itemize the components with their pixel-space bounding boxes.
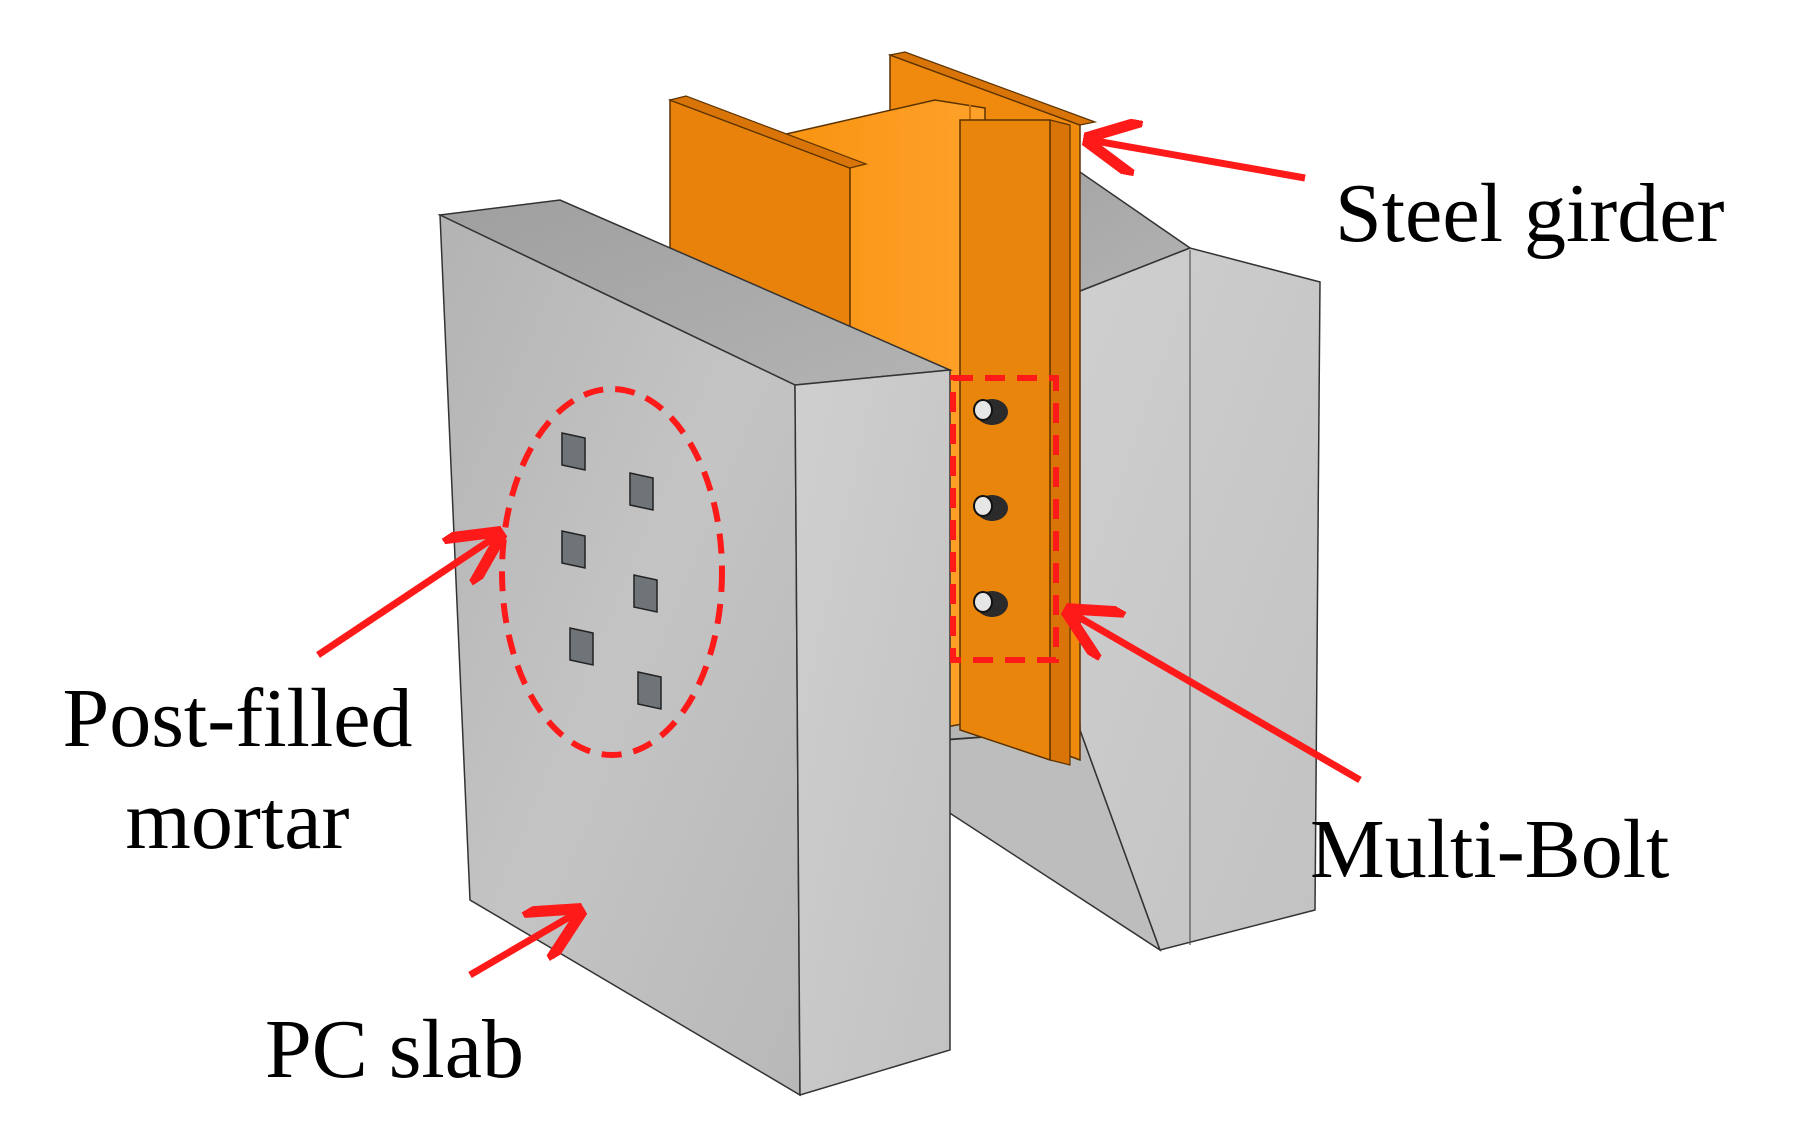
mortar-square	[569, 627, 594, 666]
pc-slab-label: PC slab	[265, 1003, 525, 1096]
steel-girder-label: Steel girder	[1335, 167, 1725, 260]
bolt-plate	[959, 119, 1051, 762]
mortar-square	[561, 432, 586, 471]
mortar-square	[633, 574, 658, 613]
post-filled-mortar-line1: Post-filled	[62, 672, 413, 765]
post-filled-mortar-line2: mortar	[125, 774, 350, 868]
bolt	[973, 495, 1008, 521]
post-filled-mortar-squares	[561, 432, 662, 710]
mortar-square	[629, 472, 654, 511]
bolt-highlight-box	[950, 375, 1059, 663]
post-filled-mortar-label: Post-filled mortar	[25, 668, 450, 873]
multi-bolt-label: Multi-Bolt	[1310, 803, 1670, 896]
mortar-square	[637, 671, 662, 710]
mortar-square	[561, 530, 586, 569]
steel-girder-arrow	[1090, 140, 1306, 182]
front-pc-slab	[437, 199, 953, 1097]
front-flange-edge	[667, 95, 869, 169]
multi-bolt-group	[973, 399, 1008, 617]
annotations	[316, 140, 1362, 979]
front-slab-side	[794, 369, 951, 1097]
pc-slab-arrow	[468, 912, 578, 979]
multi-bolt-arrow	[1070, 612, 1362, 784]
bolt	[973, 399, 1008, 425]
mortar-arrow	[316, 535, 498, 658]
bolt	[973, 591, 1008, 617]
